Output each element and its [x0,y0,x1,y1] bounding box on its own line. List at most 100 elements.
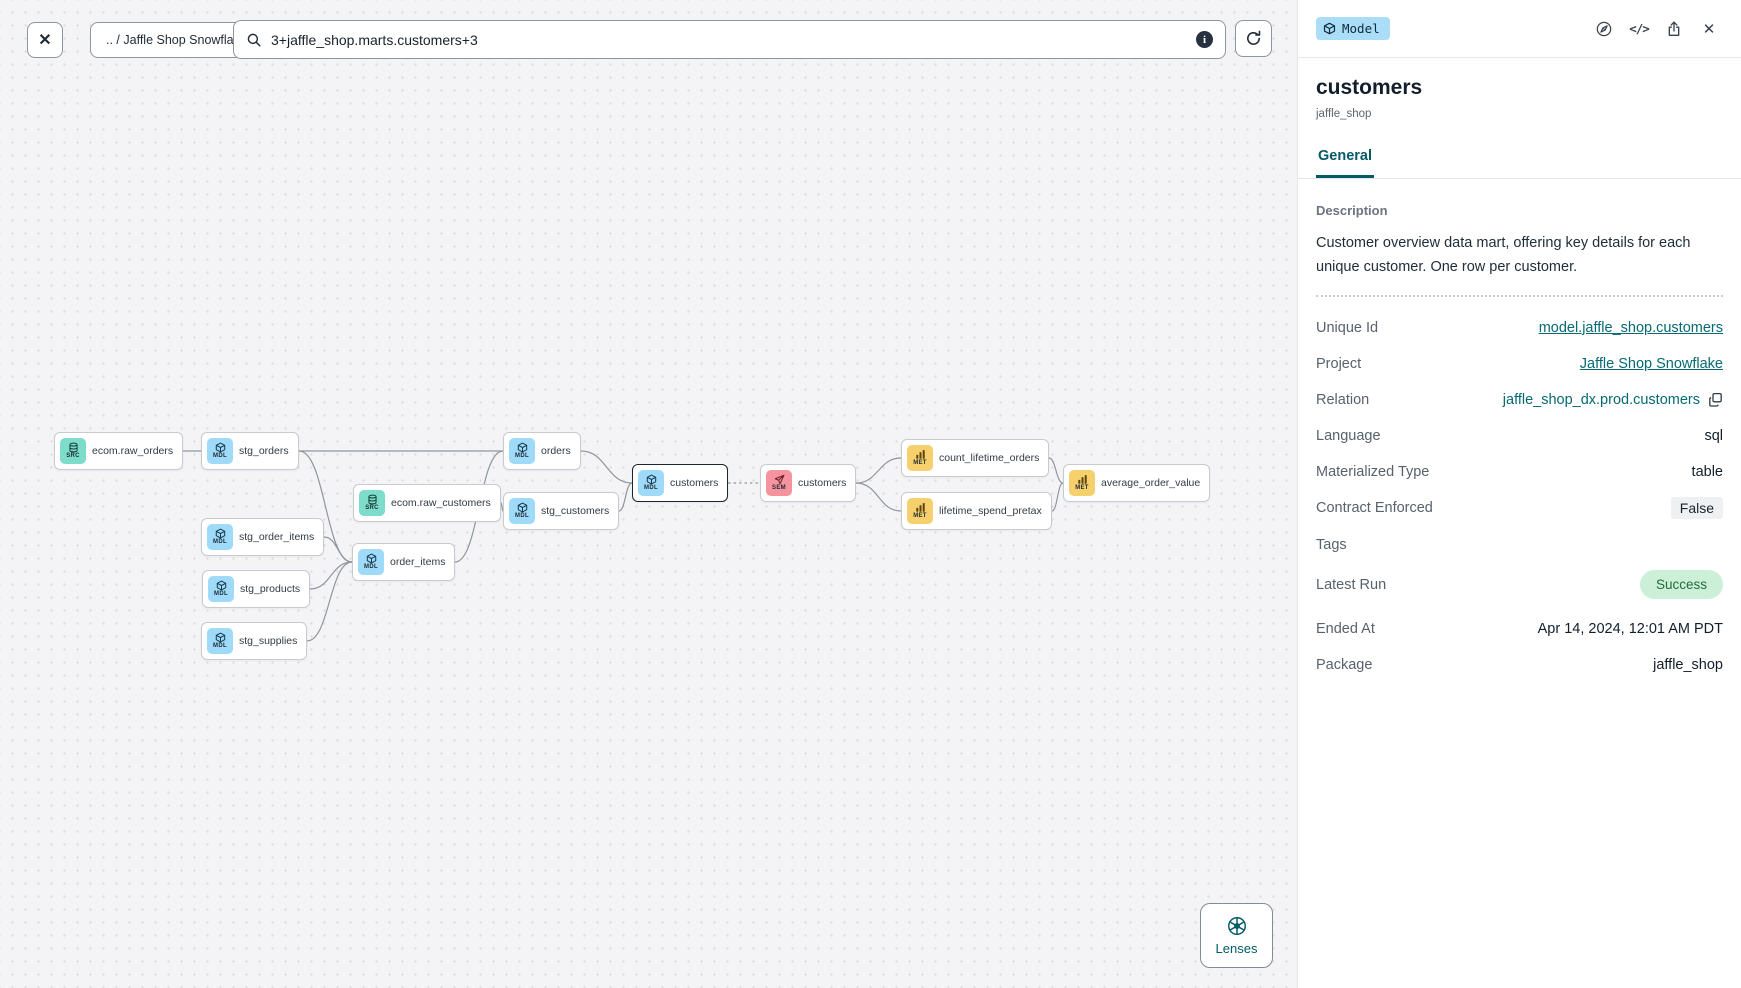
database-icon [367,494,377,505]
lenses-label: Lenses [1215,941,1258,956]
node-label: ecom.raw_customers [391,497,491,509]
cube-icon [646,474,656,485]
copy-button[interactable] [1708,392,1723,407]
view-code-button[interactable]: </> [1625,15,1653,43]
paper-plane-icon [774,474,784,485]
share-button[interactable] [1660,15,1688,43]
graph-node-orders[interactable]: MDL orders [503,432,581,470]
node-type-label: MDL [213,643,227,649]
lineage-close-button[interactable]: ✕ [27,22,63,58]
lenses-icon [1226,915,1248,937]
resource-type-label: Model [1342,21,1380,36]
search-icon [246,32,262,48]
node-type-label: MDL [644,485,658,491]
graph-edge [618,482,633,512]
node-type-badge: SEM [766,470,792,496]
node-type-label: SRC [365,505,379,511]
share-icon [1668,20,1680,36]
node-type-label: MDL [364,564,378,570]
graph-node-stg_order_items[interactable]: MDL stg_order_items [201,518,325,556]
node-type-badge: MET [907,498,933,524]
node-type-label: MET [913,460,927,466]
cube-icon [216,580,226,591]
graph-edge [855,482,902,512]
node-type-label: MDL [515,453,529,459]
graph-node-customers_sem[interactable]: SEM customers [760,464,857,502]
node-label: stg_customers [541,505,610,517]
model-subtitle: jaffle_shop [1316,108,1372,120]
detail-label-ended-at: Ended At [1316,620,1375,637]
graph-node-raw_orders[interactable]: SRC ecom.raw_orders [54,432,184,470]
panel-close-button[interactable]: ✕ [1695,15,1723,43]
detail-value-materialized-type: table [1691,463,1723,480]
detail-row-tags: Tags [1316,534,1723,555]
node-type-badge: MDL [208,576,234,602]
description-text: Customer overview data mart, offering ke… [1316,235,1691,275]
detail-value-contract-enforced: False [1670,497,1723,519]
cube-icon [517,442,527,453]
detail-value-project[interactable]: Jaffle Shop Snowflake [1579,355,1723,372]
node-type-badge: SRC [60,438,86,464]
explore-lineage-button[interactable] [1590,15,1618,43]
detail-value-language: sql [1704,427,1723,444]
node-label: stg_orders [239,445,289,457]
graph-edge [306,561,353,642]
graph-edge [309,561,353,590]
node-label: customers [670,477,719,489]
detail-value-package: jaffle_shop [1653,656,1723,673]
detail-label-package: Package [1316,656,1373,673]
cube-icon [215,442,225,453]
node-label: stg_order_items [239,531,315,543]
refresh-button[interactable] [1235,20,1272,57]
lenses-button[interactable]: Lenses [1200,903,1273,968]
detail-label-relation: Relation [1316,391,1370,408]
title-block: customers jaffle_shop [1298,58,1741,120]
graph-edge [1048,457,1064,484]
detail-panel-header: Model </> ✕ [1298,0,1741,58]
node-type-badge: MDL [207,524,233,550]
info-icon[interactable]: i [1196,31,1213,48]
graph-edge [323,536,353,563]
search-input[interactable] [271,31,1187,48]
graph-node-raw_customers[interactable]: SRC ecom.raw_customers [353,484,501,522]
graph-node-customers[interactable]: MDL customers [632,464,729,502]
cube-icon [517,502,527,513]
database-icon [68,442,78,453]
description-label: Description [1316,203,1388,218]
node-type-badge: MDL [358,549,384,575]
node-type-label: SRC [66,453,80,459]
panel-tabs: General [1298,147,1741,179]
graph-edge [1051,482,1064,512]
node-type-badge: MET [1069,470,1095,496]
breadcrumb-label: .. / Jaffle Shop Snowflake [106,33,247,47]
graph-node-average_order_value[interactable]: MET average_order_value [1063,464,1211,502]
graph-node-stg_products[interactable]: MDL stg_products [202,570,311,608]
node-label: orders [541,445,571,457]
node-label: average_order_value [1101,477,1201,489]
model-title: customers [1316,76,1423,99]
node-type-label: MDL [213,539,227,545]
graph-node-stg_customers[interactable]: MDL stg_customers [503,492,620,530]
copy-icon [1709,392,1722,407]
node-label: ecom.raw_orders [92,445,174,457]
tab-general[interactable]: General [1316,148,1374,178]
node-type-badge: MDL [207,628,233,654]
node-label: customers [798,477,847,489]
detail-label-contract-enforced: Contract Enforced [1316,500,1433,516]
node-type-badge: MDL [509,438,535,464]
node-type-label: MDL [515,513,529,519]
node-label: stg_products [240,583,301,595]
cube-icon [1323,22,1336,35]
detail-value-unique-id[interactable]: model.jaffle_shop.customers [1538,319,1723,336]
